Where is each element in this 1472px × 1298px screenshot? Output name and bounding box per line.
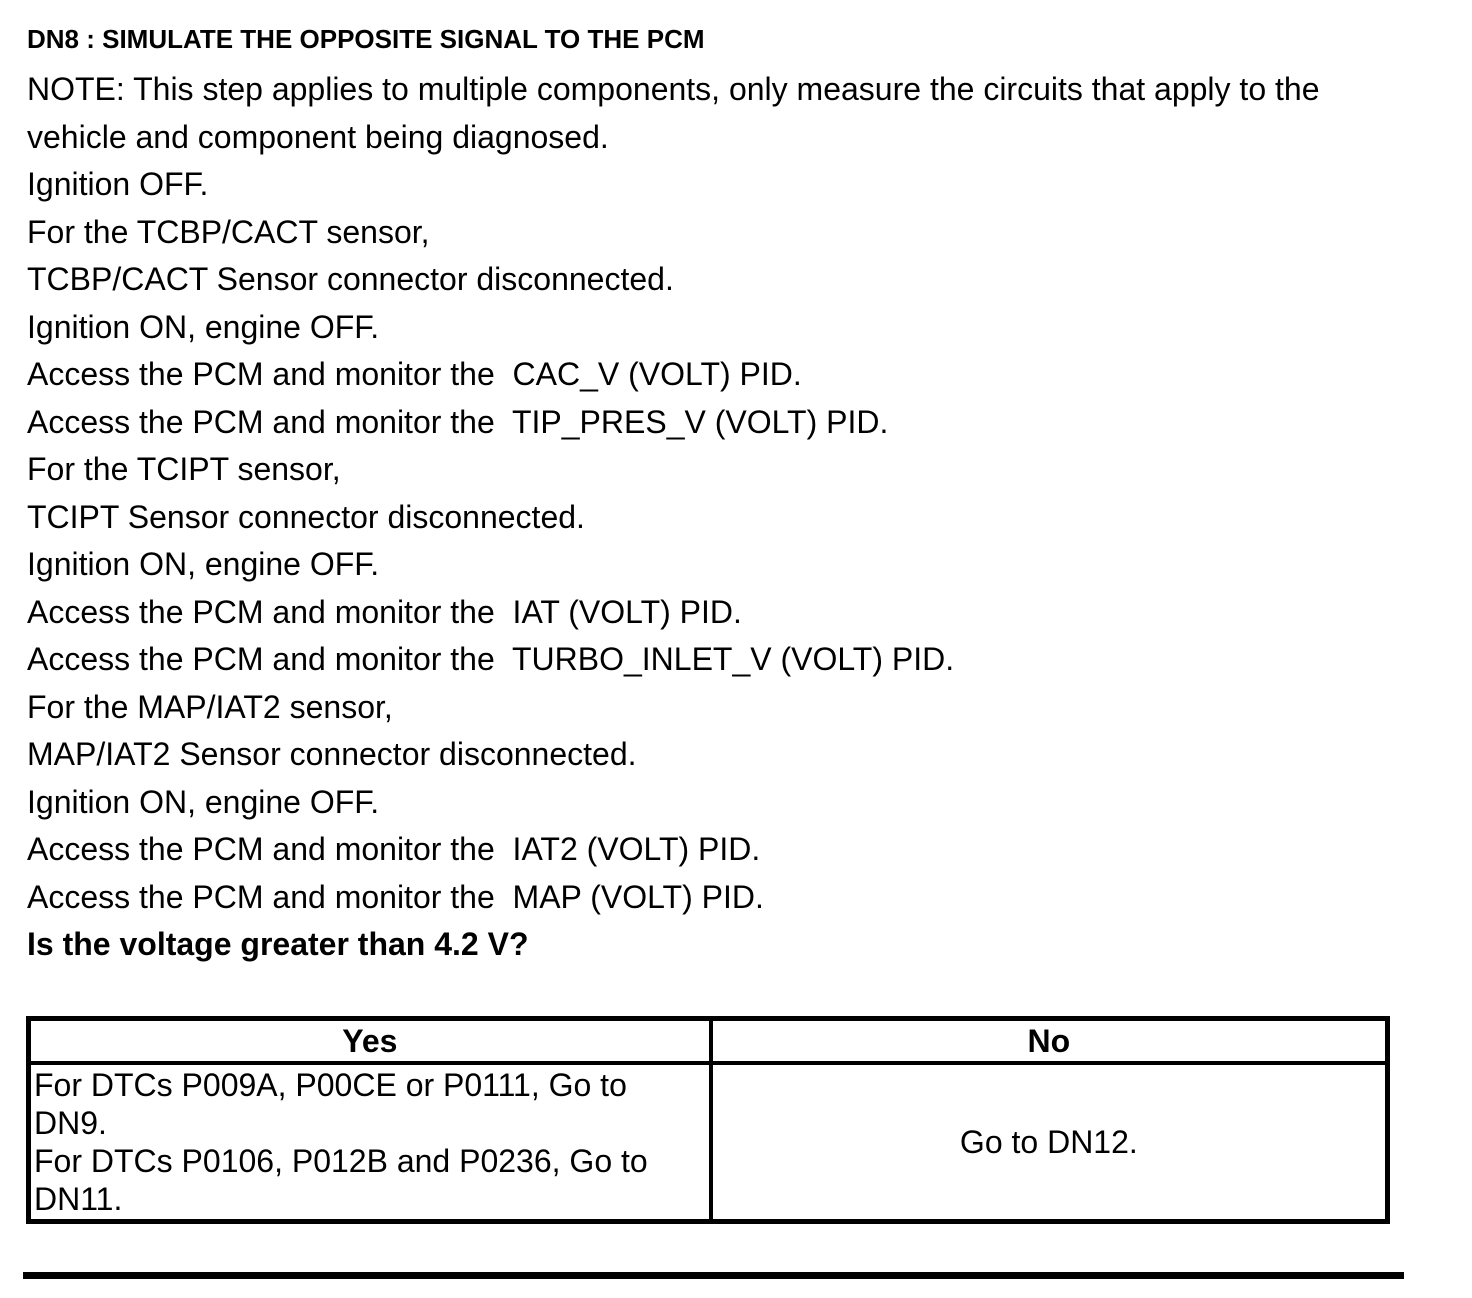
bottom-divider-rule: [23, 1271, 1404, 1279]
procedure-step: Access the PCM and monitor the TURBO_INL…: [27, 641, 955, 677]
procedure-step: Ignition ON, engine OFF.: [27, 308, 380, 345]
procedure-step: Ignition ON, engine OFF.: [27, 546, 380, 582]
procedure-step: TCBP/CACT Sensor connector disconnected.: [27, 261, 674, 297]
procedure-step: For the TCBP/CACT sensor,: [27, 213, 430, 250]
decision-table: Yes No For DTCs P009A, P00CE or P0111, G…: [26, 1015, 1390, 1224]
yes-result-line-1: For DTCs P009A, P00CE or P0111, Go to DN…: [34, 1066, 636, 1141]
no-header-cell: No: [708, 1016, 1390, 1065]
procedure-step: MAP/IAT2 Sensor connector disconnected.: [27, 736, 637, 772]
yes-result-line-2: For DTCs P0106, P012B and P0236, Go to D…: [34, 1142, 657, 1217]
procedure-step: Access the PCM and monitor the TIP_PRES_…: [27, 403, 889, 440]
procedure-step: Access the PCM and monitor the MAP (VOLT…: [27, 878, 764, 915]
procedure-step: Access the PCM and monitor the CAC_V (VO…: [27, 356, 802, 392]
decision-table-result-row: For DTCs P009A, P00CE or P0111, Go to DN…: [26, 1060, 1390, 1223]
yes-header-cell: Yes: [26, 1016, 713, 1065]
procedure-step: For the MAP/IAT2 sensor,: [27, 688, 393, 725]
question-text: Is the voltage greater than 4.2 V?: [27, 926, 529, 962]
procedure-step: Access the PCM and monitor the IAT (VOLT…: [27, 593, 742, 630]
procedure-step: Ignition OFF.: [27, 166, 209, 202]
procedure-step: Access the PCM and monitor the IAT2 (VOL…: [27, 831, 761, 867]
procedure-step: Ignition ON, engine OFF.: [27, 783, 380, 820]
no-result-cell: Go to DN12.: [708, 1060, 1390, 1223]
procedure-step: TCIPT Sensor connector disconnected.: [27, 498, 585, 535]
note-paragraph: NOTE: This step applies to multiple comp…: [27, 71, 1329, 155]
procedure-step: For the TCIPT sensor,: [27, 451, 341, 487]
yes-result-cell: For DTCs P009A, P00CE or P0111, Go to DN…: [26, 1060, 713, 1223]
decision-table-header-row: Yes No: [26, 1016, 1390, 1065]
procedure-body: NOTE: This step applies to multiple comp…: [27, 66, 1392, 969]
page-title: DN8 : SIMULATE THE OPPOSITE SIGNAL TO TH…: [27, 24, 705, 54]
